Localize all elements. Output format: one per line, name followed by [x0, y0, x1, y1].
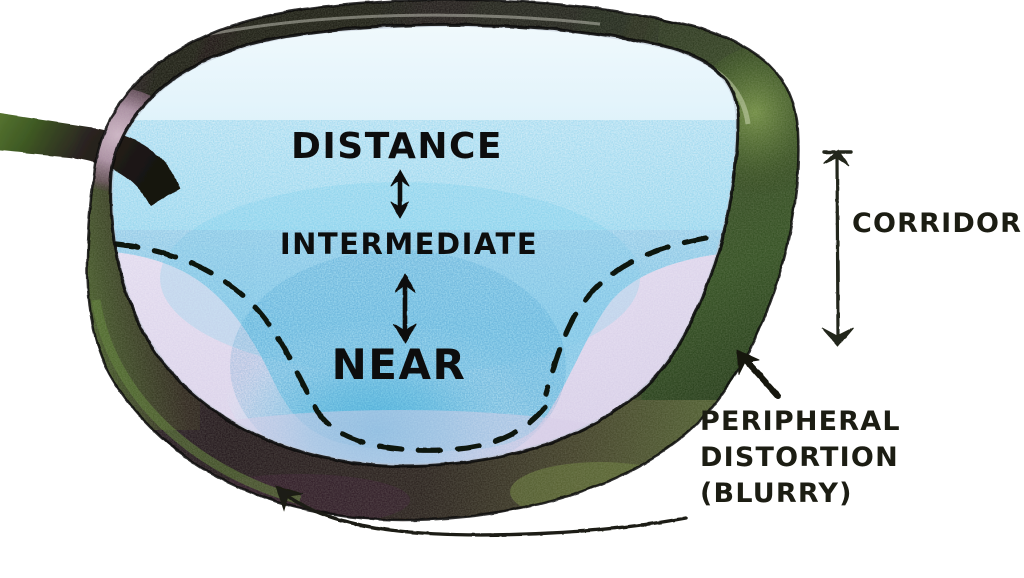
label-distance: DISTANCE — [291, 126, 503, 167]
frame-top-highlight — [209, 13, 601, 36]
frame-outer-contour — [86, 0, 800, 522]
dashed-boundary-right — [543, 235, 709, 397]
peripheral-distortion-annotation: PERIPHERAL DISTORTION (BLURRY) — [275, 349, 901, 537]
temple-arm — [0, 113, 180, 206]
label-intermediate: INTERMEDIATE — [280, 227, 538, 261]
label-near: NEAR — [332, 340, 467, 389]
leader-arrow-icon — [275, 485, 688, 537]
zone-transition-arrows — [390, 169, 417, 344]
zone-labels: DISTANCE INTERMEDIATE NEAR — [280, 126, 538, 389]
label-peripheral-line-3: (BLURRY) — [700, 478, 853, 509]
dashed-boundary-icon — [113, 235, 709, 453]
label-peripheral-line-1: PERIPHERAL — [700, 406, 901, 437]
label-peripheral-line-2: DISTORTION — [700, 442, 899, 473]
corridor-annotation: CORRIDOR — [821, 149, 1022, 347]
label-corridor: CORRIDOR — [852, 208, 1022, 239]
diagonal-arrow-icon — [736, 349, 781, 399]
double-arrow-vertical-icon-upper — [390, 169, 410, 219]
frame-inner-contour — [109, 22, 740, 468]
double-arrow-vertical-icon-lower — [393, 273, 417, 344]
double-arrow-vertical-icon-corridor — [821, 149, 854, 347]
dashed-boundary-left — [113, 241, 555, 453]
